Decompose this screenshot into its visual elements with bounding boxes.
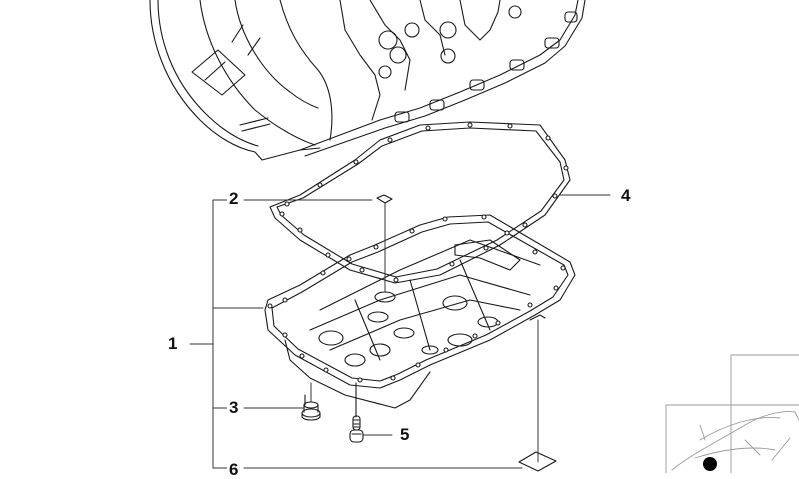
screw: [349, 382, 364, 443]
callout-1[interactable]: 1: [166, 334, 180, 353]
leader-lines: [189, 194, 611, 469]
oil-pan-gasket: [269, 121, 571, 284]
callout-4[interactable]: 4: [619, 186, 633, 205]
sealing-pad-shape: [518, 451, 557, 472]
drain-plug: [301, 394, 321, 421]
transmission-housing: [149, 0, 586, 161]
vehicle-locator-inset: [665, 354, 799, 473]
callout-6[interactable]: 6: [227, 460, 241, 479]
callout-3[interactable]: 3: [227, 398, 241, 417]
callout-2[interactable]: 2: [227, 189, 241, 208]
callout-5[interactable]: 5: [398, 425, 412, 444]
magnet-shape: [376, 194, 393, 204]
oil-pan: [264, 214, 576, 409]
location-marker: [703, 457, 717, 471]
